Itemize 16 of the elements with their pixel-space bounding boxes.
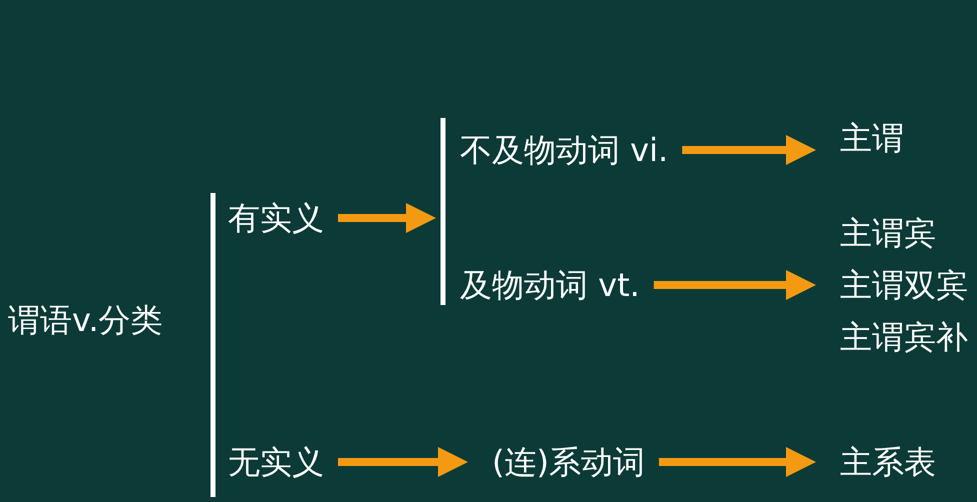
term-label: 主谓宾补 — [840, 317, 968, 358]
term-label: 及物动词 vt. — [460, 265, 640, 305]
term-label: 主谓 — [840, 118, 904, 158]
term-label: 有实义 — [228, 198, 324, 238]
arrow — [338, 203, 436, 233]
term-label: 主谓双宾 — [840, 265, 968, 306]
term-label: 谓语v.分类 — [8, 300, 163, 340]
term-label: 无实义 — [228, 442, 324, 482]
arrow — [654, 270, 816, 300]
term-label: (连)系动词 — [492, 442, 645, 482]
term-label: 主系表 — [840, 442, 936, 482]
arrow — [338, 447, 468, 477]
arrow — [682, 135, 816, 165]
term-label: 不及物动词 vi. — [460, 130, 668, 170]
term-label: 主谓宾 — [840, 213, 937, 254]
arrow — [658, 447, 816, 477]
